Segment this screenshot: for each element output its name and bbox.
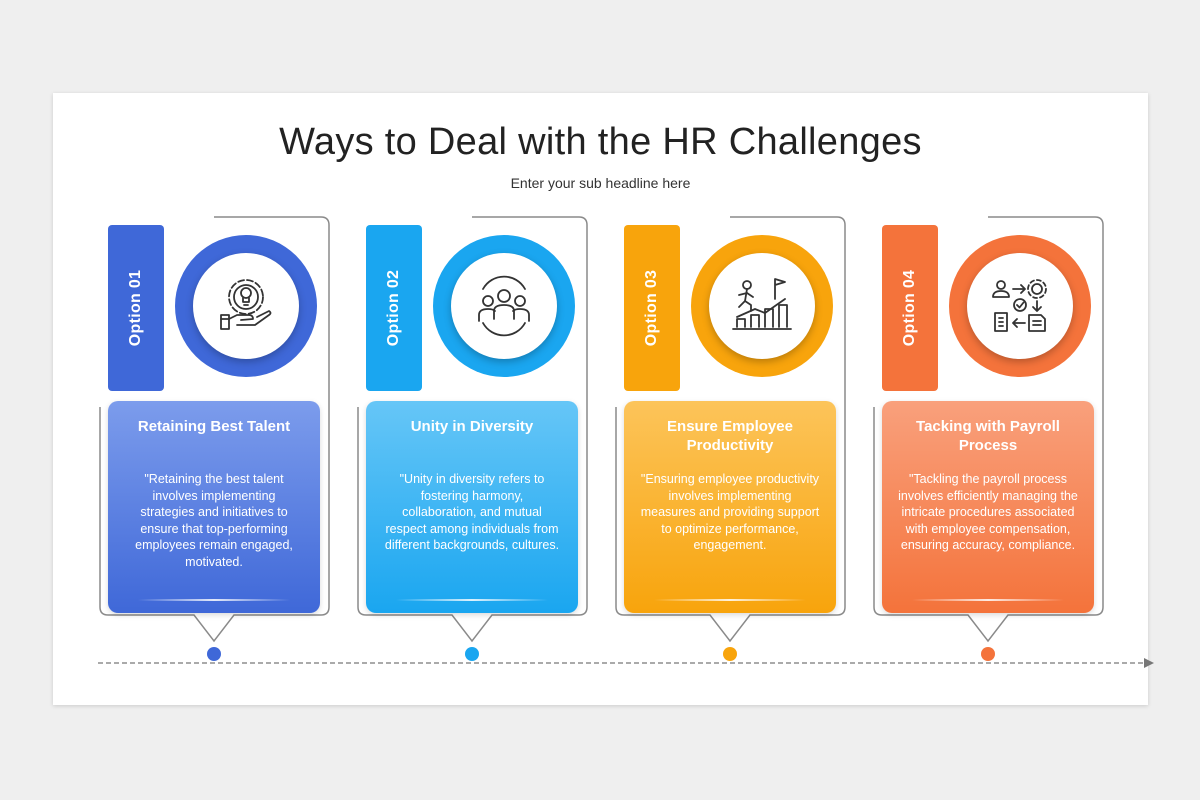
option-label: Option 02 [385,269,403,347]
icon-disc [193,253,299,359]
option-description: "Unity in diversity refers to fostering … [384,472,560,552]
option-description: "Ensuring employee productivity involves… [640,472,820,552]
body-highlight [654,599,806,601]
option-description: "Tackling the payroll process involves e… [898,472,1078,552]
option-card-4: Option 04 [873,216,1104,649]
icon-ring [175,235,317,377]
option-tab: Option 03 [624,225,680,391]
option-tab: Option 01 [108,225,164,391]
option-label: Option 01 [127,269,145,347]
page-title: Ways to Deal with the HR Challenges [279,121,922,163]
option-body: Tacking with Payroll Process "Tackling t… [882,401,1094,613]
option-label: Option 04 [901,269,919,347]
timeline-arrow [98,658,1154,668]
option-body: Retaining Best Talent "Retaining the bes… [108,401,320,613]
option-heading: Retaining Best Talent [137,418,291,435]
option-tab: Option 04 [882,225,938,391]
option-tab: Option 02 [366,225,422,391]
timeline-dot-1 [207,647,221,661]
growth-climb-icon [732,278,792,330]
page-subtitle: Enter your sub headline here [510,175,691,191]
body-highlight [912,599,1064,601]
option-label: Option 03 [643,269,661,347]
option-description: "Retaining the best talent involves impl… [135,472,293,569]
talent-gear-icon [220,279,272,330]
icon-disc [967,253,1073,359]
team-group-icon [478,275,530,337]
option-body: Unity in Diversity "Unity in diversity r… [366,401,578,613]
icon-disc [709,253,815,359]
icon-ring [691,235,833,377]
slide: Ways to Deal with the HR Challenges Ente… [53,93,1154,705]
timeline-dot-3 [723,647,737,661]
body-highlight [138,599,290,601]
option-heading: Unity in Diversity [410,418,534,435]
option-card-2: Option 02 Unity in Diversity "Unity in d… [357,216,588,649]
option-body: Ensure Employee Productivity "Ensuring e… [624,401,836,613]
payroll-workflow-icon [992,279,1047,332]
timeline-dot-2 [465,647,479,661]
icon-ring [433,235,575,377]
option-heading: Tacking with Payroll Process [916,418,1060,454]
icon-ring [949,235,1091,377]
option-heading: Ensure Employee Productivity [667,418,793,454]
option-card-1: Option 01 Retaining Best Talent "Retaini… [99,216,330,649]
body-highlight [396,599,548,601]
option-card-3: Option 03 [615,216,846,649]
timeline-dot-4 [981,647,995,661]
icon-disc [451,253,557,359]
